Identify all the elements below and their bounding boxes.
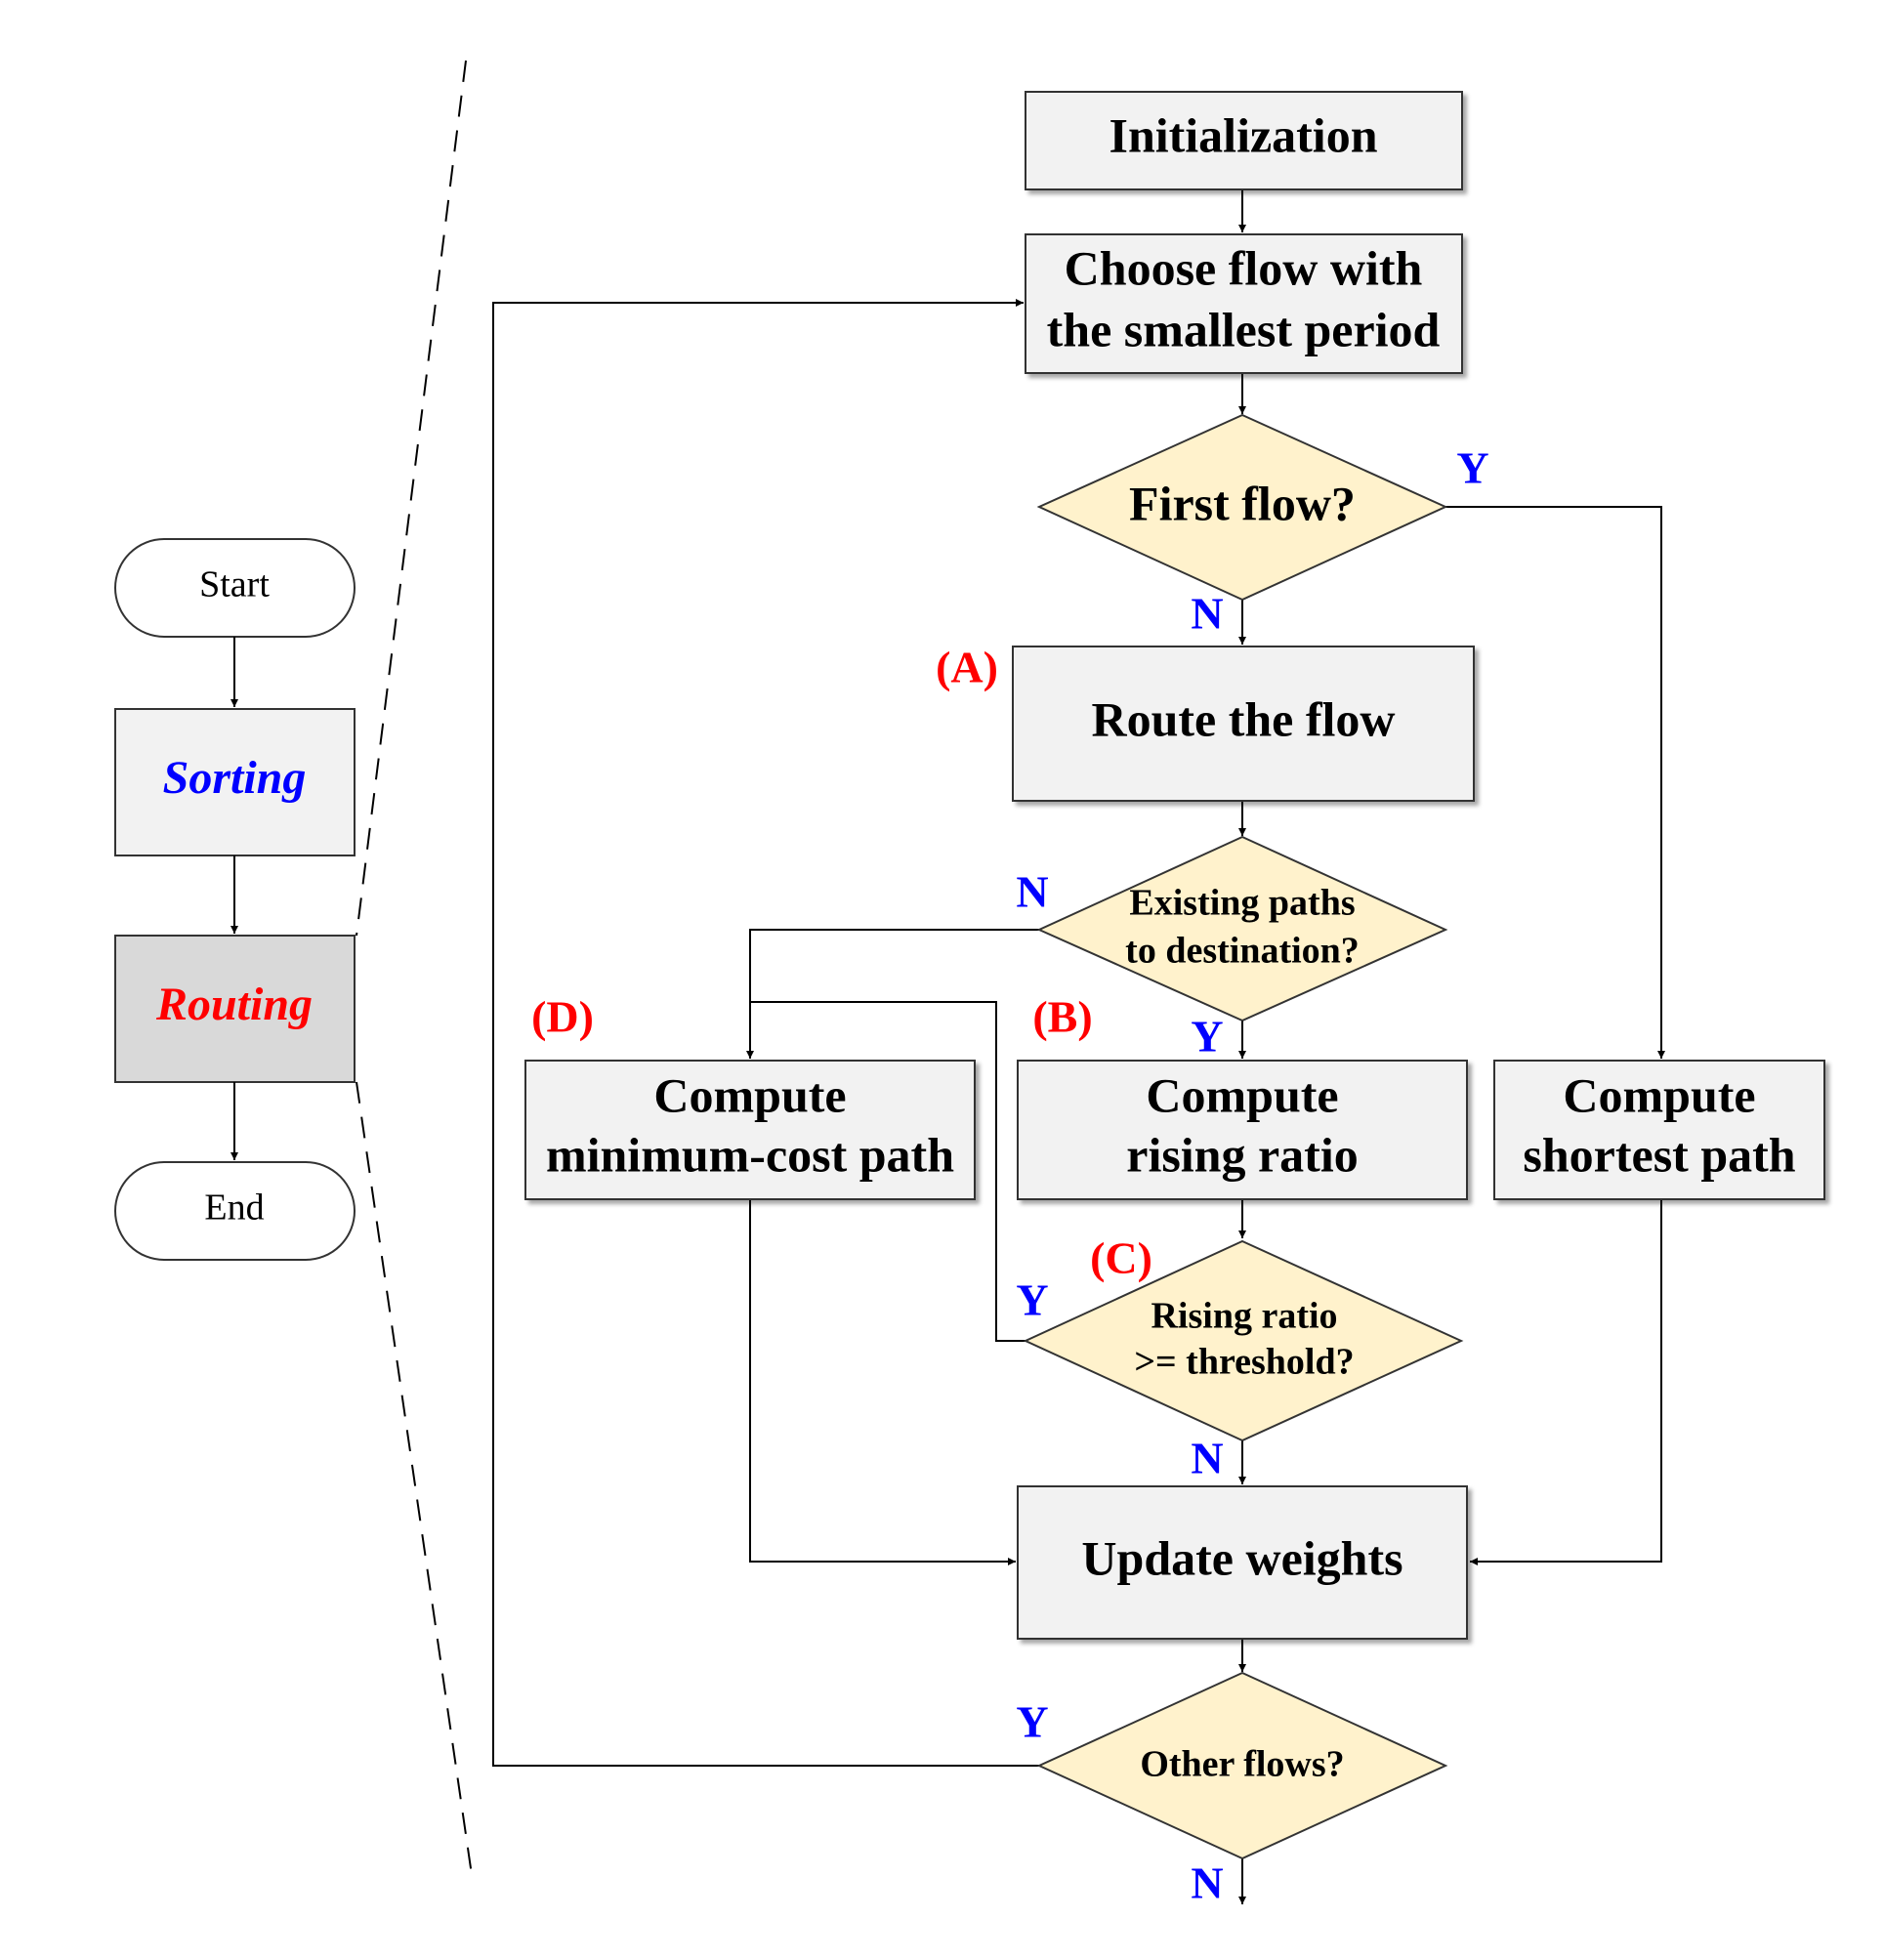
threshold-line-1: Rising ratio [1151, 1296, 1337, 1337]
other-flows-label: Other flows? [1140, 1744, 1344, 1785]
connectors [492, 189, 1665, 1904]
arrow-first-yes-to-shortest [1445, 506, 1665, 1059]
existing-paths-line-1: Existing paths [1129, 883, 1355, 924]
update-weights-label: Update weights [1081, 1530, 1403, 1585]
route-flow-label: Route the flow [1091, 691, 1395, 746]
threshold-diamond [1023, 1239, 1464, 1442]
shortest-path-box [1493, 1060, 1825, 1200]
start-label: Start [199, 564, 270, 605]
existing-paths-decision: Existing paths to destination? [1036, 835, 1448, 1022]
threshold-yes-label: Y [1016, 1275, 1048, 1325]
min-cost-line-1: Compute [653, 1067, 846, 1122]
min-cost-node: Compute minimum-cost path [524, 1060, 976, 1200]
other-flows-diamond [1036, 1671, 1448, 1860]
routing-stage-label: Routing [155, 979, 313, 1030]
choose-flow-box [1025, 233, 1463, 374]
zoom-guide-bottom [356, 1081, 473, 1876]
existing-paths-line-2: to destination? [1125, 931, 1360, 972]
choose-flow-line-1: Choose flow with [1065, 240, 1423, 295]
first-flow-diamond [1036, 413, 1448, 602]
rising-ratio-line-2: rising ratio [1126, 1127, 1358, 1182]
other-no-label: N [1191, 1858, 1223, 1908]
arrow-other-yes-to-choose [492, 299, 1039, 1767]
sorting-stage-box [114, 708, 356, 856]
threshold-line-2: >= threshold? [1134, 1342, 1354, 1383]
choose-flow-line-2: the smallest period [1047, 302, 1441, 356]
shortest-path-line-1: Compute [1563, 1067, 1755, 1122]
shortest-path-node: Compute shortest path [1493, 1060, 1825, 1200]
end-label: End [204, 1188, 264, 1229]
rising-ratio-box [1017, 1060, 1468, 1200]
line-threshold-yes-to-mincost [750, 1001, 1026, 1342]
route-flow-box [1012, 646, 1475, 802]
init-node: Initialization [1025, 91, 1463, 190]
existing-paths-diamond [1036, 835, 1448, 1022]
shortest-path-line-2: shortest path [1523, 1127, 1795, 1182]
rising-ratio-line-1: Compute [1146, 1067, 1338, 1122]
marker-a: (A) [936, 643, 998, 692]
overview-panel: Start Sorting Routing End [114, 60, 473, 1876]
min-cost-line-2: minimum-cost path [546, 1127, 954, 1182]
route-flow-node: Route the flow [1012, 646, 1475, 802]
min-cost-box [524, 1060, 976, 1200]
update-weights-node: Update weights [1017, 1485, 1468, 1640]
init-box [1025, 91, 1463, 190]
branch-labels: Y N N Y Y N Y N [1016, 443, 1488, 1908]
threshold-decision: Rising ratio >= threshold? [1023, 1239, 1464, 1442]
marker-c: (C) [1090, 1233, 1152, 1283]
end-terminal [114, 1161, 356, 1261]
marker-b: (B) [1032, 992, 1092, 1042]
first-flow-label: First flow? [1129, 476, 1356, 530]
update-weights-box [1017, 1485, 1468, 1640]
sorting-stage-label: Sorting [163, 752, 307, 804]
other-yes-label: Y [1016, 1697, 1048, 1747]
existing-yes-label: Y [1191, 1012, 1223, 1062]
zoom-guide-top [356, 60, 467, 937]
step-markers: (A) (B) (C) (D) [531, 643, 1152, 1283]
arrow-shortest-to-update [1470, 1199, 1662, 1565]
first-flow-decision: First flow? [1036, 413, 1448, 602]
marker-d: (D) [531, 992, 594, 1042]
arrow-mincost-to-update [749, 1199, 1016, 1565]
first-flow-yes-label: Y [1456, 443, 1488, 493]
other-flows-decision: Other flows? [1036, 1671, 1448, 1860]
existing-no-label: N [1016, 867, 1048, 917]
choose-flow-node: Choose flow with the smallest period [1025, 233, 1463, 374]
first-flow-no-label: N [1191, 589, 1223, 639]
threshold-no-label: N [1191, 1434, 1223, 1483]
arrow-existing-no-to-mincost [746, 929, 1039, 1059]
rising-ratio-node: Compute rising ratio [1017, 1060, 1468, 1200]
init-label: Initialization [1109, 107, 1377, 162]
